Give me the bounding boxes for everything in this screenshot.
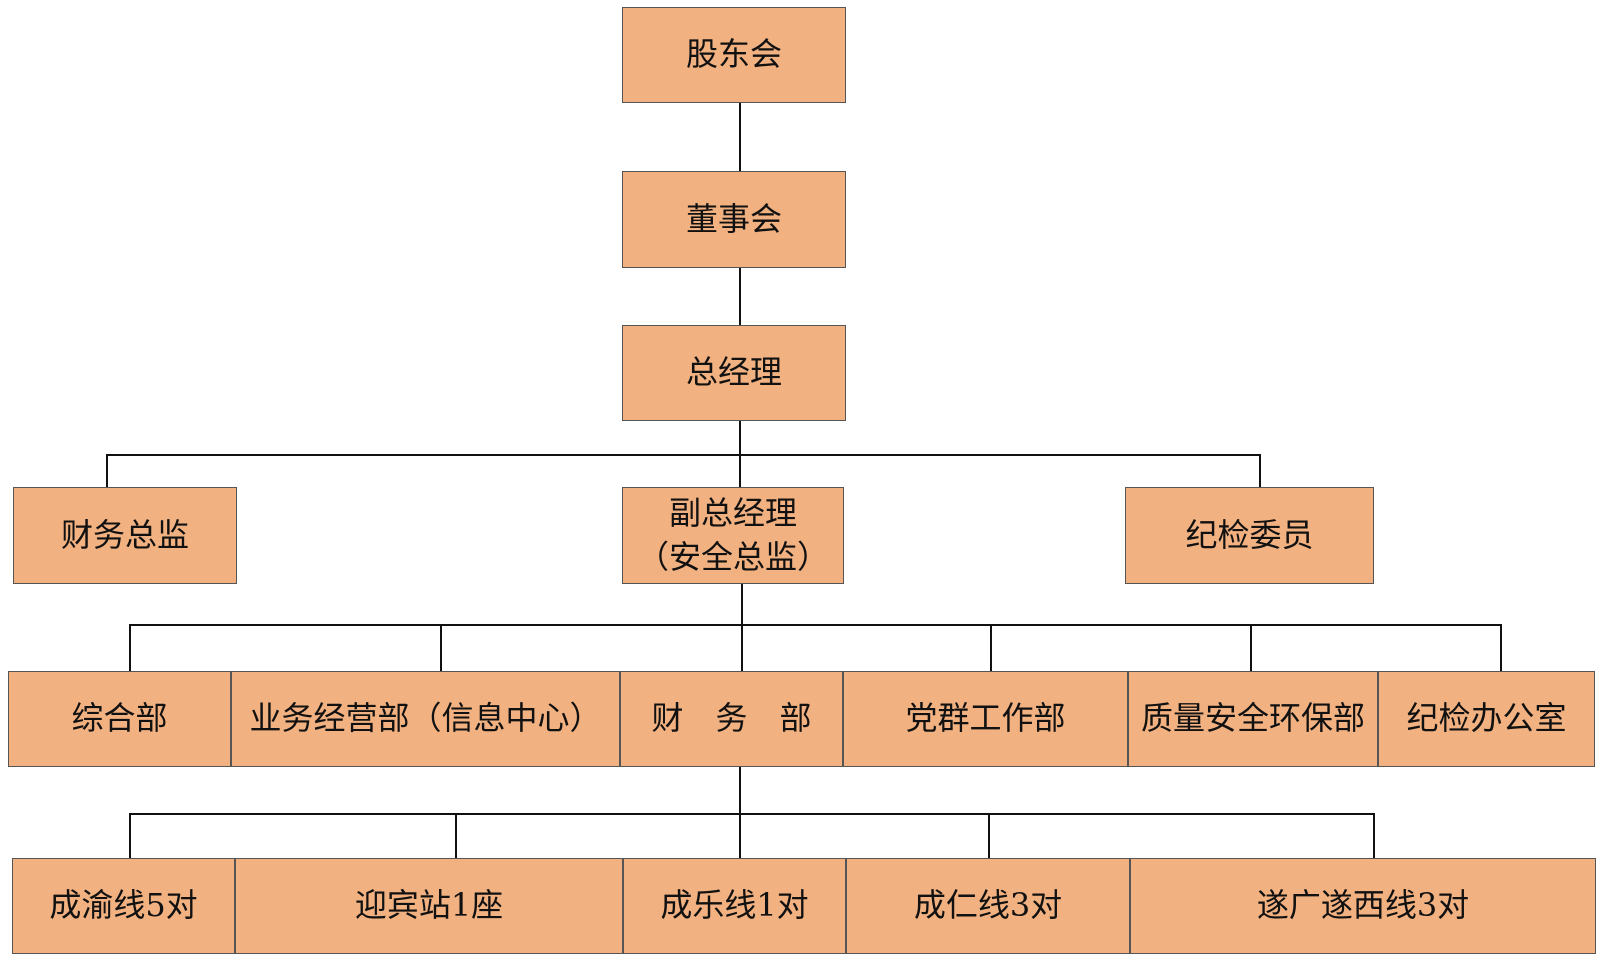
node-label: 综合部 bbox=[71, 699, 168, 738]
node-label: 财务总监 bbox=[60, 515, 189, 554]
connector bbox=[440, 624, 442, 671]
node-deputy-gm: 副总经理 （安全总监） bbox=[622, 487, 844, 584]
connector bbox=[455, 813, 457, 858]
node-shareholders: 股东会 bbox=[622, 7, 846, 103]
connector bbox=[741, 584, 743, 675]
node-cfo: 财务总监 bbox=[13, 487, 237, 584]
node-department: 党群工作部 bbox=[843, 671, 1128, 767]
node-label: 质量安全环保部 bbox=[1140, 699, 1365, 738]
node-line: 成乐线1对 bbox=[623, 858, 846, 954]
node-label: 迎宾站1座 bbox=[354, 886, 504, 925]
connector bbox=[129, 813, 1375, 815]
connector bbox=[129, 624, 1502, 626]
node-label: 股东会 bbox=[685, 35, 782, 74]
connector bbox=[1373, 813, 1375, 858]
node-department: 综合部 bbox=[8, 671, 231, 767]
node-line: 成渝线5对 bbox=[12, 858, 235, 954]
node-label: 董事会 bbox=[685, 199, 782, 238]
connector bbox=[106, 454, 1261, 456]
connector bbox=[739, 268, 741, 325]
node-board: 董事会 bbox=[622, 171, 846, 268]
connector bbox=[988, 813, 990, 858]
node-department: 纪检办公室 bbox=[1378, 671, 1595, 767]
node-label: 副总经理 bbox=[668, 494, 797, 533]
connector bbox=[129, 813, 131, 858]
node-label: 成乐线1对 bbox=[660, 886, 809, 925]
connector bbox=[990, 624, 992, 671]
connector bbox=[1500, 624, 1502, 671]
node-department: 业务经营部（信息中心） bbox=[231, 671, 620, 767]
connector bbox=[739, 767, 741, 858]
node-label: 党群工作部 bbox=[905, 699, 1066, 738]
connector bbox=[106, 454, 108, 488]
connector bbox=[1250, 624, 1252, 671]
node-general-manager: 总经理 bbox=[622, 325, 846, 421]
node-line: 成仁线3对 bbox=[846, 858, 1130, 954]
node-department: 质量安全环保部 bbox=[1128, 671, 1378, 767]
node-label: 遂广遂西线3对 bbox=[1256, 886, 1470, 925]
connector bbox=[129, 624, 131, 671]
node-sublabel: （安全总监） bbox=[636, 537, 829, 576]
node-discipline-member: 纪检委员 bbox=[1125, 487, 1374, 584]
connector bbox=[1259, 454, 1261, 488]
node-label: 总经理 bbox=[685, 353, 782, 392]
node-label: 纪检办公室 bbox=[1406, 699, 1567, 738]
node-label: 成渝线5对 bbox=[49, 886, 198, 925]
node-label: 财 务 部 bbox=[651, 699, 812, 738]
node-line: 迎宾站1座 bbox=[235, 858, 623, 954]
node-label: 纪检委员 bbox=[1185, 515, 1314, 554]
node-line: 遂广遂西线3对 bbox=[1130, 858, 1596, 954]
node-department: 财 务 部 bbox=[620, 671, 843, 767]
node-label: 成仁线3对 bbox=[913, 886, 1063, 925]
connector bbox=[739, 103, 741, 171]
node-label: 业务经营部（信息中心） bbox=[249, 699, 602, 738]
